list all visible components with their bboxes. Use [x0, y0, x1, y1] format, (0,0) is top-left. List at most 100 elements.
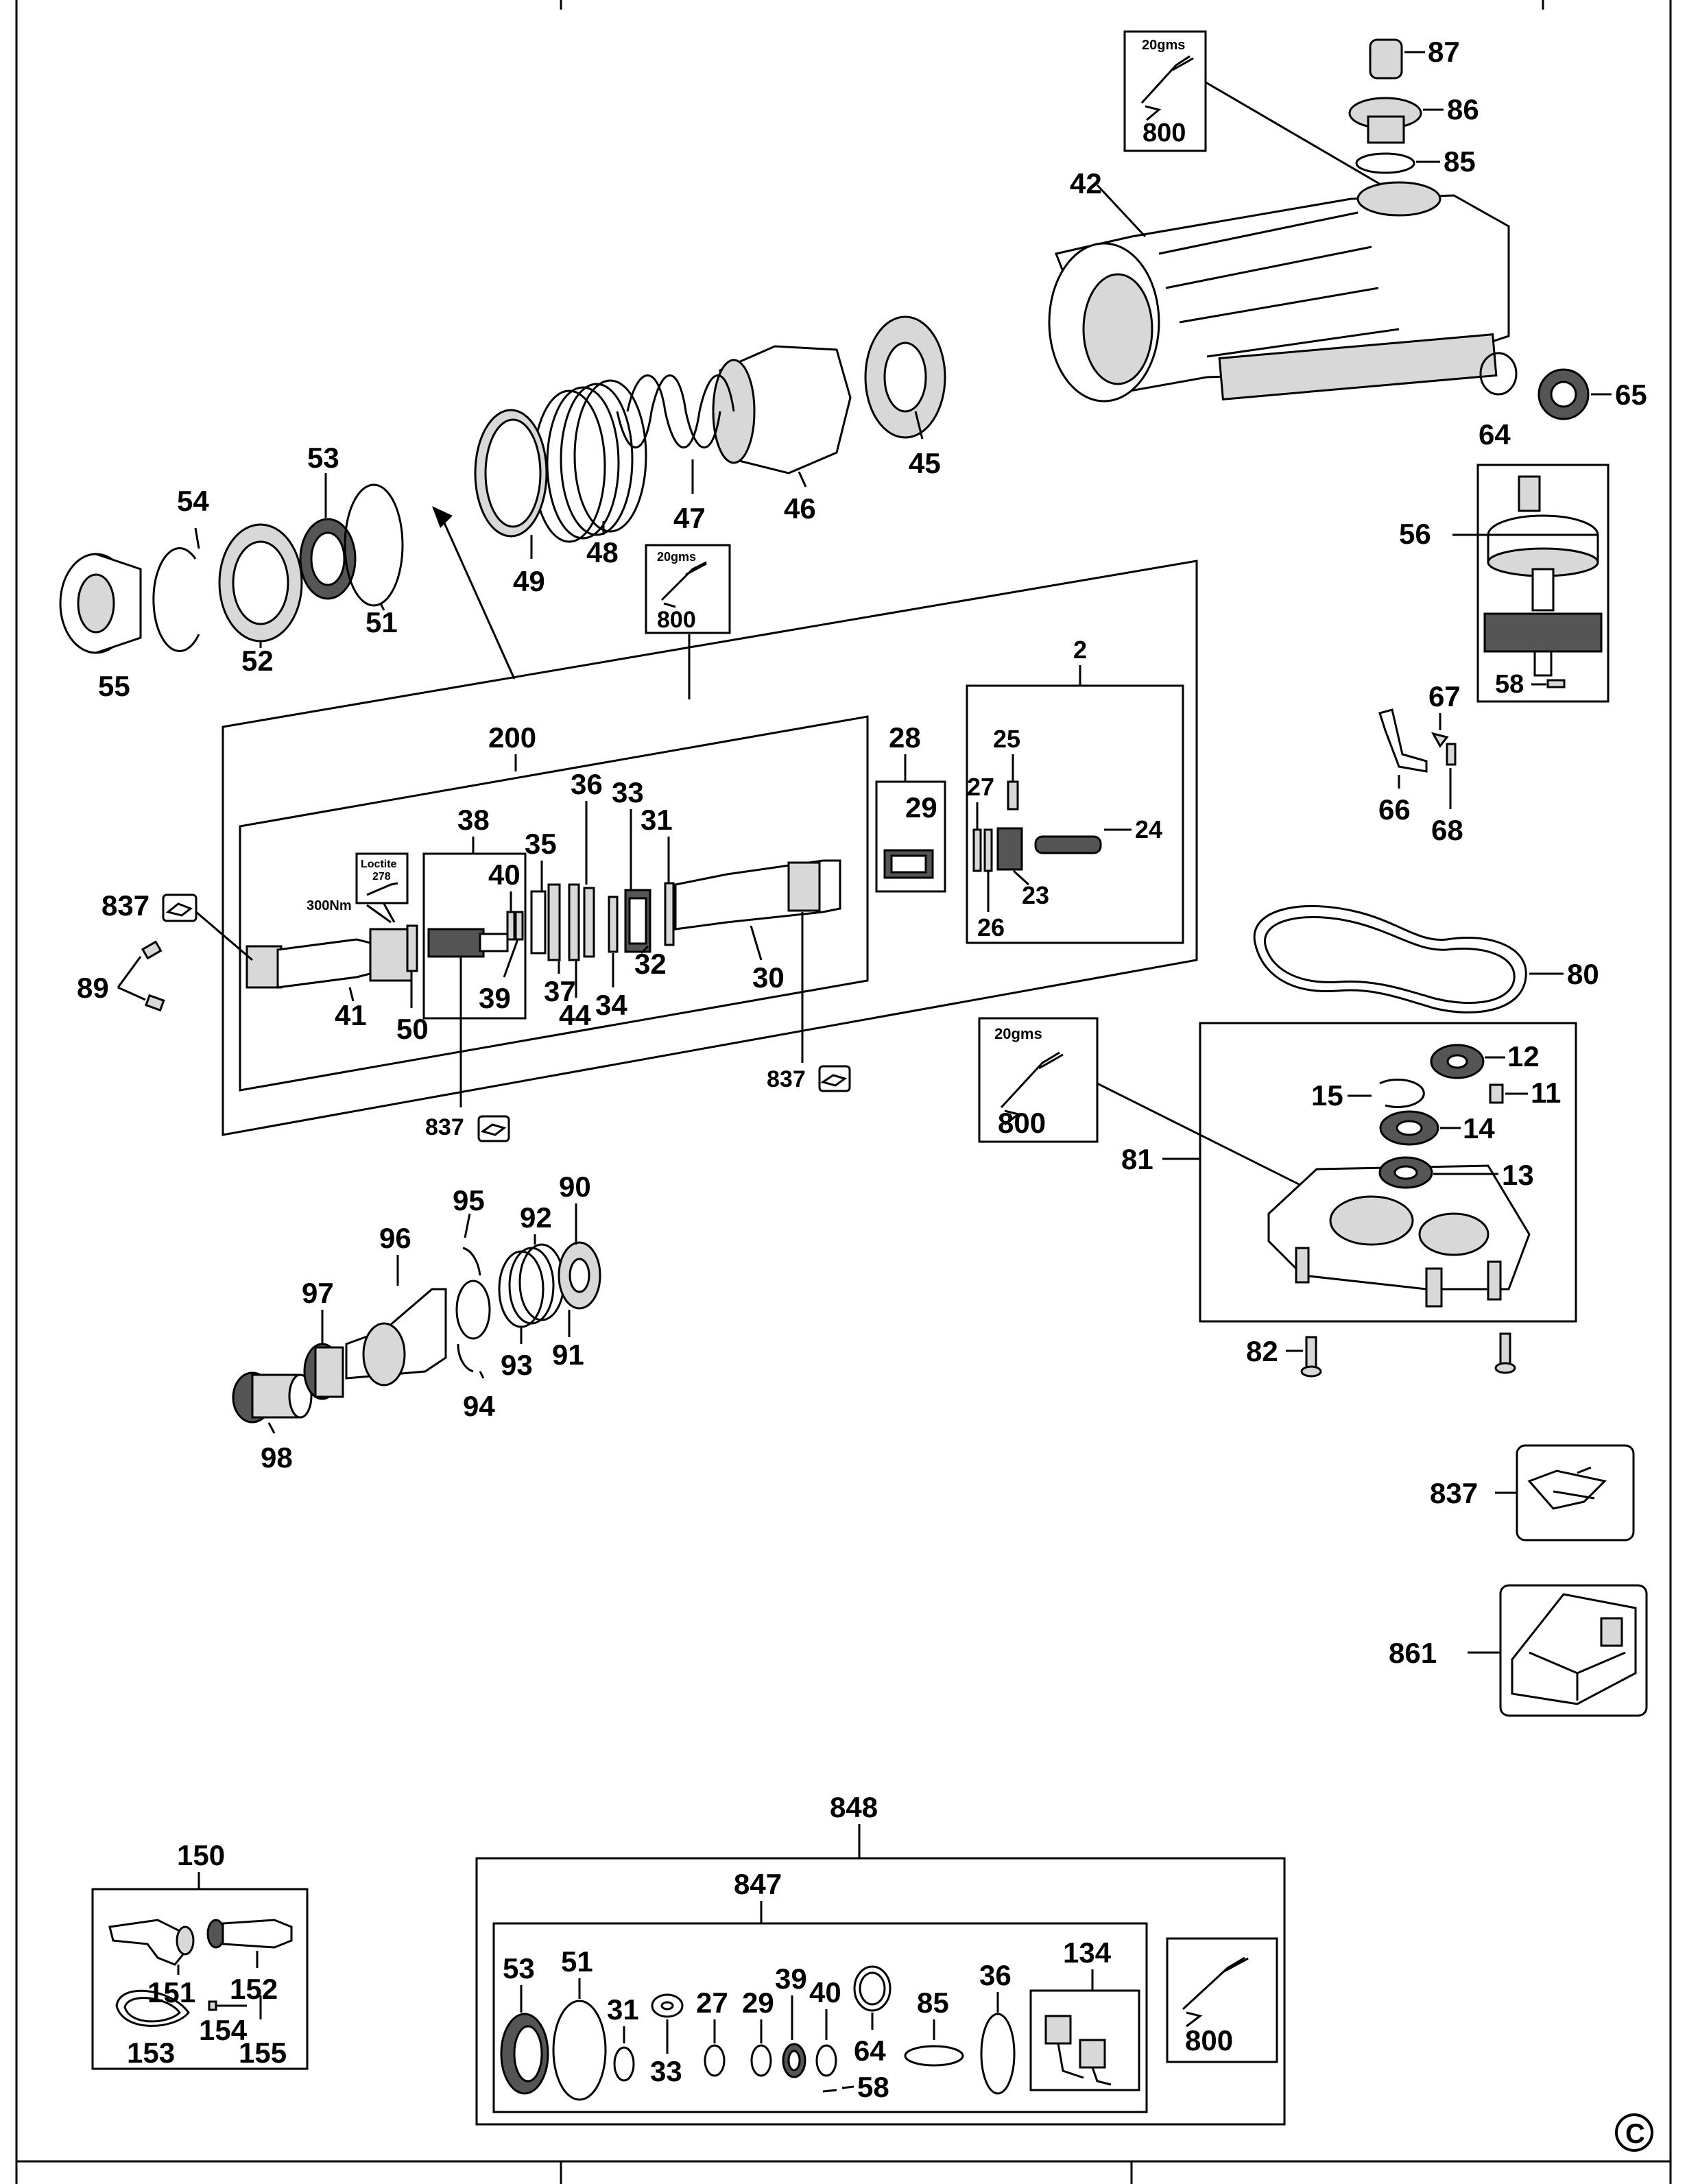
kit-848-box: [475, 1857, 1286, 2126]
label-24: 24: [1135, 815, 1162, 843]
label-68: 68: [1431, 814, 1463, 846]
label-86: 86: [1447, 93, 1479, 125]
label-35: 35: [525, 828, 557, 860]
part-53-seal: 53: [299, 442, 357, 600]
label-66: 66: [1378, 793, 1411, 826]
part-31: 31: [641, 804, 675, 946]
kit-label-85: 85: [917, 1987, 949, 2019]
label-94: 94: [463, 1390, 495, 1422]
group-2-box: [966, 684, 1184, 944]
kit-label-33: 33: [650, 2055, 682, 2087]
part-50: 50: [396, 924, 429, 1045]
label-837-callout-bottom: 837: [425, 1114, 510, 1142]
part-81-box: [1199, 1022, 1577, 1323]
label-56: 56: [1399, 518, 1431, 550]
part-47-spring: 47: [616, 374, 735, 534]
svg-text:800: 800: [657, 607, 696, 633]
label-97: 97: [302, 1277, 334, 1309]
part-98-97-96: 98 97 96: [232, 1222, 447, 1474]
part-11-to-15: 12 15 11 14 13: [1311, 1040, 1561, 1191]
copyright-mark: C: [1615, 2113, 1653, 2152]
grease-box-mid: 20gms 800: [645, 544, 731, 699]
label-65: 65: [1615, 379, 1647, 411]
kit-label-31: 31: [607, 1993, 639, 2026]
grease-box-right: 20gms 800: [978, 1017, 1099, 1143]
label-95: 95: [453, 1184, 485, 1216]
svg-text:837: 837: [767, 1066, 806, 1092]
svg-text:837: 837: [1430, 1477, 1478, 1509]
part-33-32: 33 32: [612, 776, 667, 980]
kit-label-134: 134: [1063, 1936, 1112, 1969]
label-98: 98: [261, 1441, 293, 1474]
grease-box-bottom: 800: [1166, 1937, 1278, 2063]
part-35-37: 35 37: [525, 828, 576, 1007]
label-51: 51: [366, 606, 398, 638]
spindle-assembly-panel: [222, 560, 1198, 1136]
part-87-cap: 87: [1369, 36, 1460, 80]
kit-150-parts: 151 152 153 154 155: [108, 1919, 293, 2069]
label-154: 154: [199, 2014, 248, 2046]
label-91: 91: [552, 1339, 584, 1371]
kit-150-box: [91, 1888, 309, 2070]
label-13: 13: [1502, 1159, 1534, 1191]
kit-label-36: 36: [979, 1959, 1012, 1991]
label-153: 153: [127, 2037, 175, 2069]
spindle-inner-panel: [239, 715, 869, 1092]
label-93: 93: [501, 1349, 533, 1381]
part-64-65: 64 65: [1479, 352, 1647, 451]
label-85: 85: [1444, 145, 1476, 178]
label-44: 44: [559, 999, 591, 1031]
label-27: 27: [967, 773, 994, 801]
label-64: 64: [1479, 418, 1511, 451]
label-848: 848: [830, 1791, 878, 1823]
svg-text:837: 837: [425, 1114, 464, 1140]
label-89: 89: [77, 972, 109, 1004]
label-48: 48: [586, 536, 619, 568]
grease-box-top: 20gms 800: [1123, 30, 1207, 152]
label-54: 54: [177, 485, 209, 517]
label-49: 49: [513, 565, 545, 597]
part-29: 29: [883, 791, 937, 879]
sheet-frame: [15, 0, 1672, 2184]
kit-label-51: 51: [561, 1945, 593, 1978]
part-66-67-68: 67 66 68: [1378, 680, 1463, 846]
label-87: 87: [1428, 36, 1460, 68]
part-group-38: 40 39: [427, 859, 524, 1014]
label-92: 92: [520, 1201, 552, 1234]
label-82: 82: [1246, 1335, 1278, 1367]
part-45-gear: 45: [864, 315, 946, 479]
part-56-gear-shaft: 56 58: [1399, 475, 1603, 699]
part-48-spring: 48: [532, 379, 647, 568]
label-31: 31: [641, 804, 673, 836]
label-847: 847: [734, 1868, 782, 1900]
part-95-94-93-92-91-90: 95 94 92 93 90 91: [453, 1171, 601, 1422]
label-34: 34: [595, 989, 627, 1021]
label-32: 32: [634, 948, 667, 980]
part-86-knob: 86: [1348, 93, 1479, 144]
group-38-box: [422, 852, 527, 1020]
svg-text:837: 837: [101, 889, 149, 922]
label-150: 150: [177, 1839, 225, 1871]
label-30: 30: [752, 961, 785, 994]
kit-label-53: 53: [503, 1952, 535, 1984]
part-54-circlip: 54: [152, 485, 209, 653]
label-47: 47: [673, 502, 706, 534]
label-40: 40: [488, 859, 521, 891]
label-80: 80: [1567, 958, 1599, 990]
part-41-spindle: 41: [246, 928, 413, 1031]
svg-text:278: 278: [372, 871, 391, 883]
label-14: 14: [1463, 1112, 1495, 1144]
label-15: 15: [1311, 1079, 1343, 1112]
svg-text:C: C: [1625, 2119, 1645, 2149]
kit-label-27: 27: [696, 1987, 728, 2019]
loctite-box: Loctite 278: [355, 852, 409, 923]
part-52-seal: 52: [218, 523, 303, 677]
part-81-gear-plate: 81: [1121, 1143, 1531, 1308]
part-group-2: 25 27 24 23 26: [967, 725, 1162, 941]
kit-label-58: 58: [857, 2071, 889, 2103]
part-30-shaft: 30: [674, 859, 841, 1063]
label-12: 12: [1507, 1040, 1540, 1072]
label-55: 55: [98, 670, 130, 702]
svg-text:Loctite: Loctite: [361, 859, 397, 870]
